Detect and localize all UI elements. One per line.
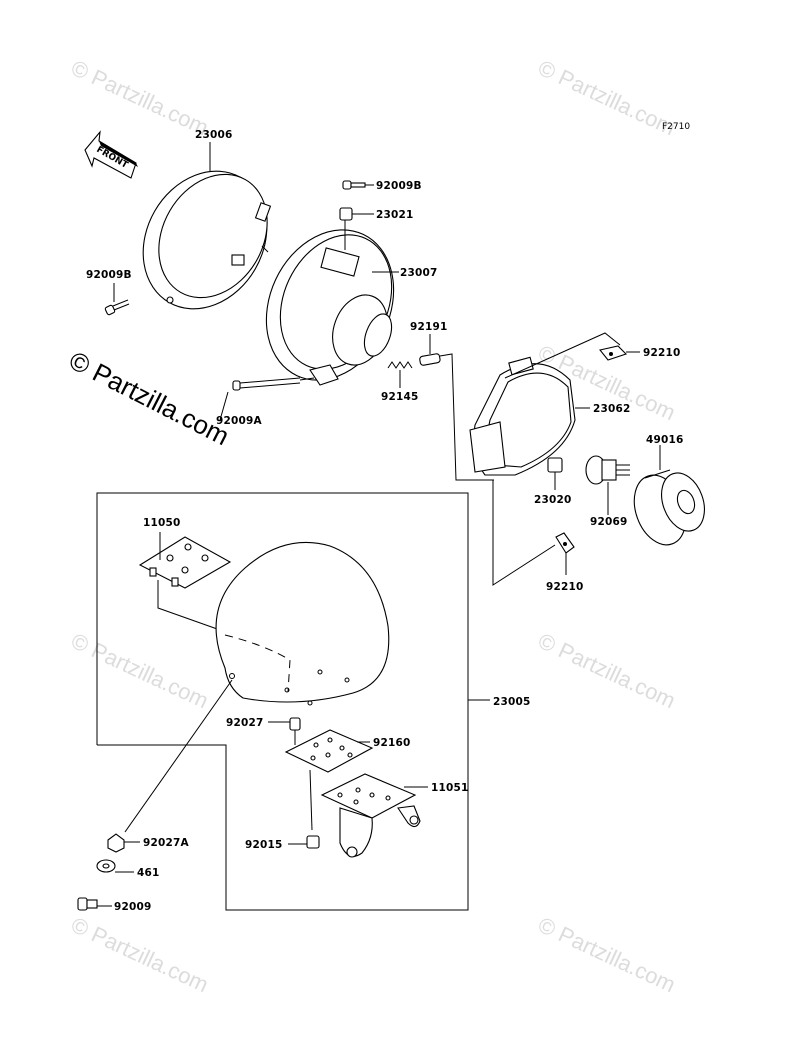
part-label-92069: 92069 (590, 516, 628, 528)
bracket-11051 (320, 773, 421, 858)
part-label-92145: 92145 (381, 391, 419, 403)
front-arrow-icon: FRONT (84, 130, 138, 179)
part-label-92210-top: 92210 (643, 347, 681, 359)
block-23020 (547, 457, 563, 473)
part-label-92160: 92160 (373, 737, 411, 749)
part-label-49016: 49016 (646, 434, 684, 446)
part-label-23021: 23021 (376, 209, 414, 221)
screw-92009a (232, 377, 301, 391)
part-label-23005: 23005 (493, 696, 531, 708)
part-label-92027a: 92027A (143, 837, 190, 849)
part-label-11050: 11050 (143, 517, 181, 529)
part-label-92009a: 92009A (216, 415, 263, 427)
part-label-92009b-top: 92009B (376, 180, 422, 192)
plate-92160 (284, 729, 374, 773)
group-box-23005 (96, 492, 469, 911)
part-label-23020: 23020 (534, 494, 572, 506)
plate-11050 (138, 536, 232, 589)
spring-92145 (387, 361, 413, 369)
headlight-cowl-23005 (215, 541, 390, 706)
bolt-92009 (77, 897, 98, 911)
clip-92210-top (599, 345, 628, 361)
part-label-11051: 11051 (431, 782, 469, 794)
washer-461 (96, 859, 116, 873)
grommet-92027a (107, 833, 125, 853)
sleeve-92191 (419, 353, 441, 366)
part-label-23062: 23062 (593, 403, 631, 415)
reflector-frame-23062 (469, 356, 576, 476)
screw-92009b-top (342, 180, 366, 190)
part-label-92191: 92191 (410, 321, 448, 333)
bulb-92069 (585, 455, 630, 485)
clip-92210-bottom (555, 532, 575, 554)
boot-49016 (633, 469, 705, 546)
headlight-housing (265, 229, 395, 386)
nut-23021 (339, 207, 353, 221)
part-label-92009: 92009 (114, 901, 152, 913)
part-label-92015: 92015 (245, 839, 283, 851)
figure-code: F2710 (662, 122, 690, 132)
screw-92009b-left (104, 299, 130, 316)
part-label-92009b-left: 92009B (86, 269, 132, 281)
part-label-461: 461 (137, 867, 160, 879)
headlight-rim (142, 170, 272, 310)
part-label-23007: 23007 (400, 267, 438, 279)
part-label-92027: 92027 (226, 717, 264, 729)
part-label-92210-bottom: 92210 (546, 581, 584, 593)
nut-92015 (306, 835, 320, 849)
spacer-92027 (289, 717, 301, 731)
part-label-23006: 23006 (195, 129, 233, 141)
